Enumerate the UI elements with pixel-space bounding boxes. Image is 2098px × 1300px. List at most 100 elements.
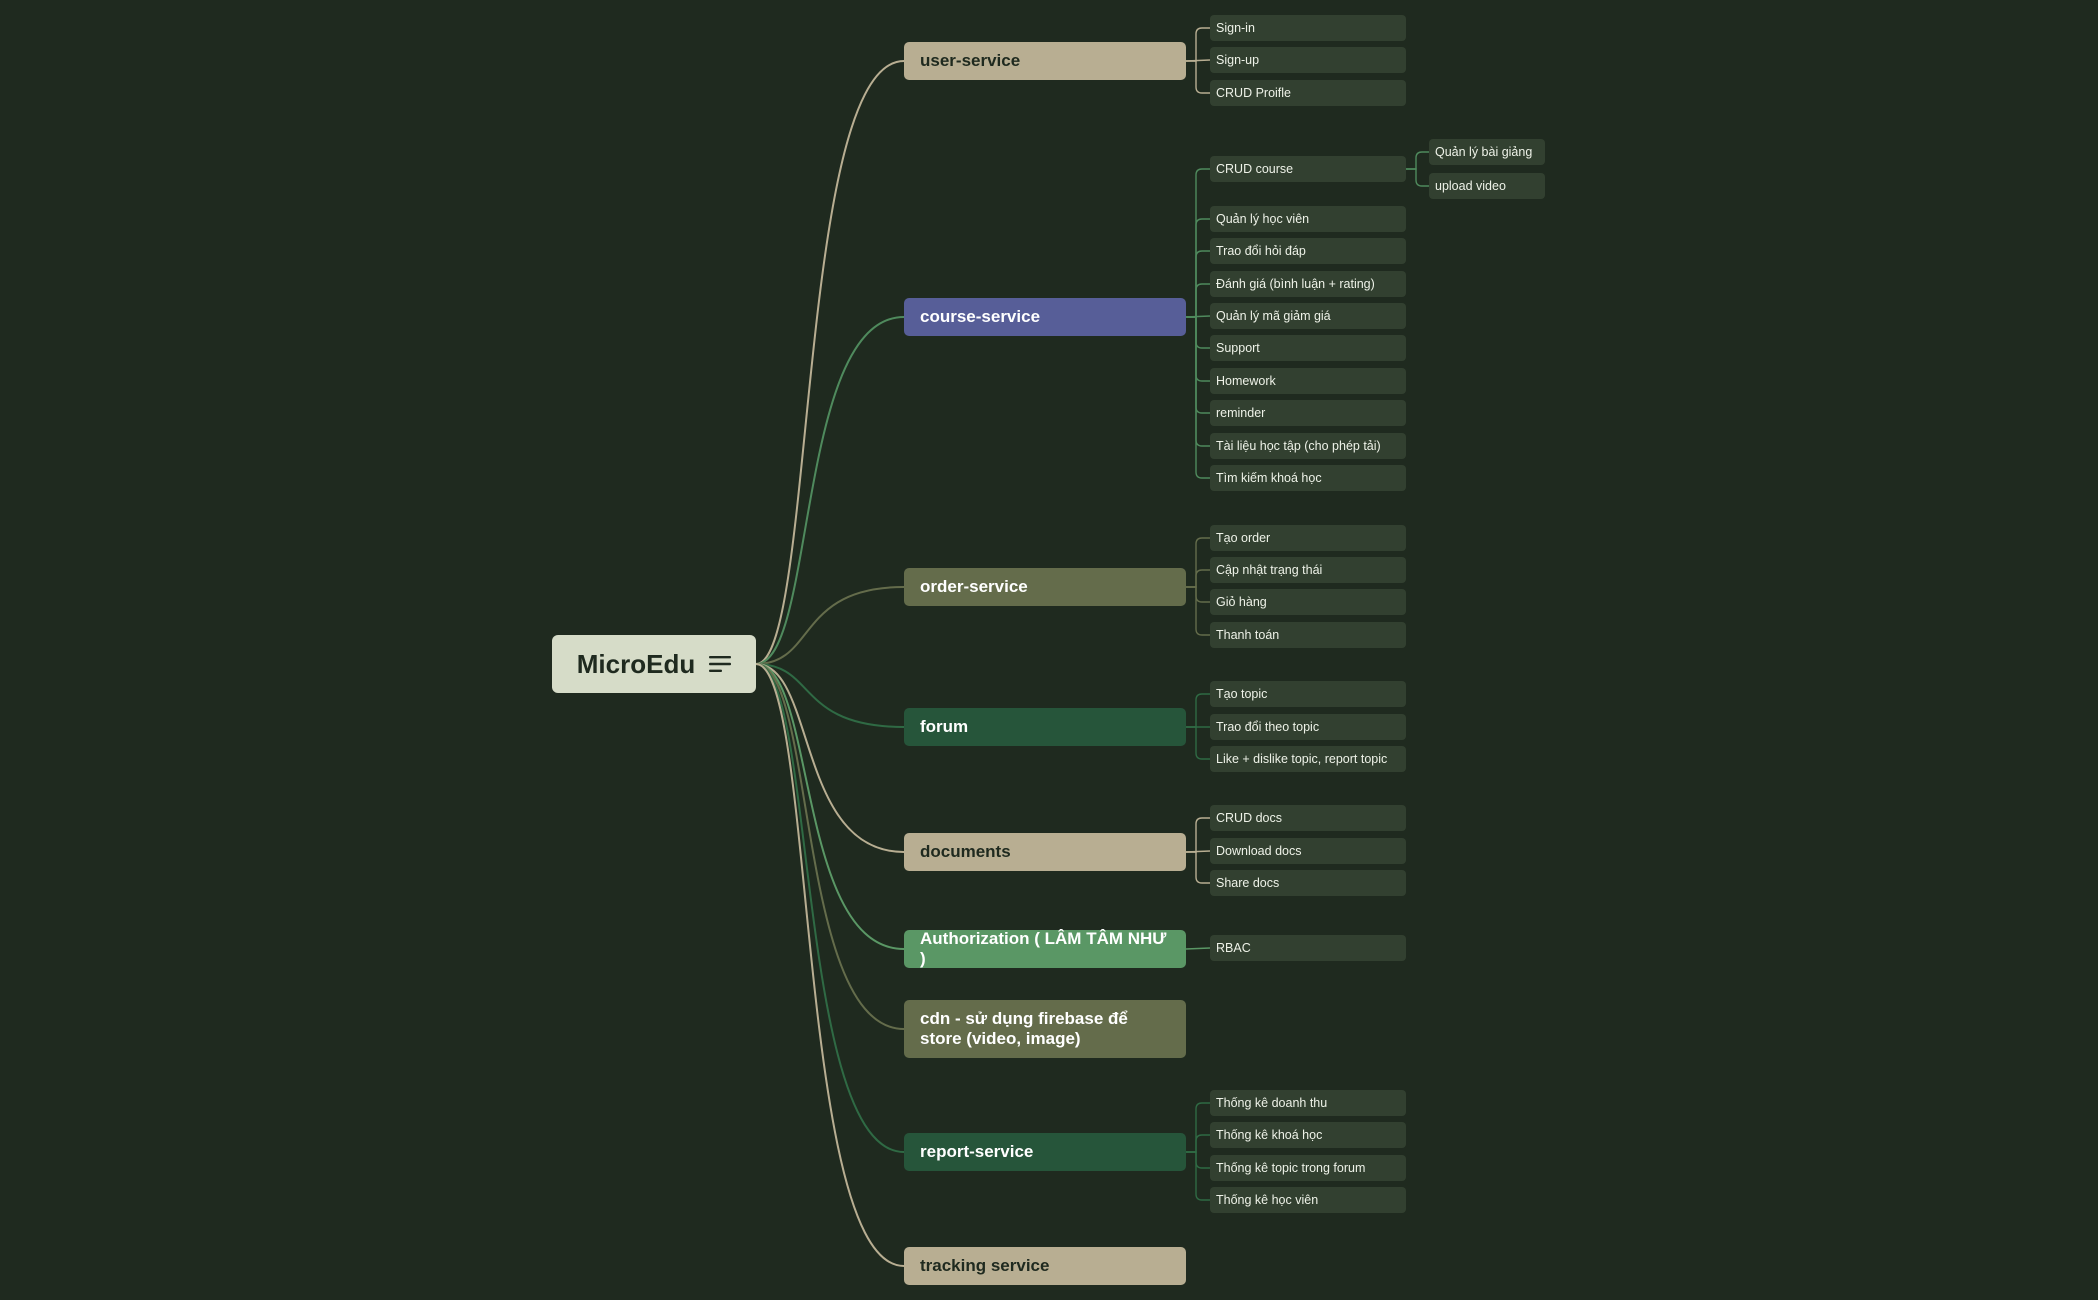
branch-node-auth[interactable]: Authorization ( LÂM TÂM NHƯ ) bbox=[904, 929, 1186, 968]
leaf-label: Like + dislike topic, report topic bbox=[1216, 752, 1388, 766]
leaf-node[interactable]: Thống kê khoá học bbox=[1210, 1122, 1406, 1148]
branch-node-user[interactable]: user-service bbox=[904, 42, 1186, 80]
leaf-node[interactable]: Tạo topic bbox=[1210, 681, 1406, 707]
leaf-label: Sign-in bbox=[1216, 21, 1255, 35]
leaf-node[interactable]: Like + dislike topic, report topic bbox=[1210, 746, 1406, 772]
leaf-node[interactable]: Thanh toán bbox=[1210, 622, 1406, 648]
connector-line bbox=[1186, 851, 1210, 884]
leaf-node[interactable]: Download docs bbox=[1210, 838, 1406, 864]
leaf-node[interactable]: Tạo order bbox=[1210, 525, 1406, 551]
connector-line bbox=[1186, 537, 1210, 588]
leaf-node[interactable]: Thống kê topic trong forum bbox=[1210, 1155, 1406, 1181]
connector-line bbox=[1186, 586, 1210, 636]
leaf-label: Download docs bbox=[1216, 844, 1302, 858]
connector-line bbox=[755, 663, 905, 853]
branch-node-forum[interactable]: forum bbox=[904, 708, 1186, 746]
branch-label: Authorization ( LÂM TÂM NHƯ ) bbox=[920, 929, 1167, 968]
leaf-label: Quản lý mã giảm giá bbox=[1216, 309, 1331, 323]
leaf-node[interactable]: Tài liệu học tập (cho phép tải) bbox=[1210, 433, 1406, 459]
leaf-node[interactable]: Cập nhật trạng thái bbox=[1210, 557, 1406, 583]
leaf-node[interactable]: Sign-in bbox=[1210, 15, 1406, 41]
connector-line bbox=[1186, 693, 1210, 728]
branch-node-cdn[interactable]: cdn - sử dụng firebase để store (video, … bbox=[904, 1000, 1186, 1058]
leaf-node[interactable]: Share docs bbox=[1210, 870, 1406, 896]
connector-line bbox=[1186, 726, 1210, 760]
connector-line bbox=[1185, 947, 1211, 950]
leaf-label: Thống kê khoá học bbox=[1216, 1128, 1323, 1142]
connector-line bbox=[1186, 250, 1210, 318]
connector-line bbox=[755, 663, 905, 1153]
connector-line bbox=[755, 663, 905, 1030]
subleaf-node[interactable]: Quản lý bài giảng bbox=[1429, 139, 1545, 165]
connector-line bbox=[1186, 1134, 1210, 1153]
leaf-label: Tài liệu học tập (cho phép tải) bbox=[1216, 439, 1381, 453]
connector-line bbox=[1186, 316, 1210, 414]
leaf-label: Sign-up bbox=[1216, 53, 1260, 67]
connector-line bbox=[1186, 1102, 1210, 1153]
connector-line bbox=[1186, 218, 1210, 318]
leaf-label: Thống kê doanh thu bbox=[1216, 1096, 1328, 1110]
leaf-label: Trao đổi hỏi đáp bbox=[1216, 244, 1306, 258]
branch-label: report-service bbox=[920, 1142, 1034, 1161]
leaf-label: Cập nhật trạng thái bbox=[1216, 563, 1323, 577]
leaf-node[interactable]: Homework bbox=[1210, 368, 1406, 394]
leaf-node[interactable]: RBAC bbox=[1210, 935, 1406, 961]
branch-node-report[interactable]: report-service bbox=[904, 1133, 1186, 1171]
connector-line bbox=[1406, 168, 1429, 187]
connector-line bbox=[1186, 316, 1210, 349]
branch-label: course-service bbox=[920, 307, 1041, 326]
leaf-node[interactable]: Thống kê học viên bbox=[1210, 1187, 1406, 1213]
connector-line bbox=[1186, 586, 1210, 603]
branch-label: forum bbox=[920, 717, 969, 736]
leaf-label: Đánh giá (bình luận + rating) bbox=[1216, 277, 1375, 291]
leaf-label: Quản lý học viên bbox=[1216, 212, 1310, 226]
root-label: MicroEdu bbox=[576, 648, 696, 679]
leaf-node[interactable]: Sign-up bbox=[1210, 47, 1406, 73]
connector-line bbox=[1186, 1151, 1210, 1169]
menu-lines-icon bbox=[709, 656, 732, 672]
connector-line bbox=[1185, 315, 1211, 318]
leaf-label: Thanh toán bbox=[1216, 628, 1280, 642]
leaf-node[interactable]: Quản lý mã giảm giá bbox=[1210, 303, 1406, 329]
connector-line bbox=[1186, 817, 1210, 853]
connector-line bbox=[1186, 316, 1210, 447]
connector-line bbox=[755, 60, 905, 665]
leaf-node[interactable]: reminder bbox=[1210, 400, 1406, 426]
connector-line bbox=[1186, 569, 1210, 588]
leaf-node[interactable]: CRUD course bbox=[1210, 156, 1406, 182]
leaf-node[interactable]: Support bbox=[1210, 335, 1406, 361]
leaf-label: CRUD docs bbox=[1216, 811, 1282, 825]
branch-node-course[interactable]: course-service bbox=[904, 298, 1186, 336]
leaf-label: CRUD Proifle bbox=[1216, 86, 1292, 100]
subleaf-label: upload video bbox=[1435, 179, 1506, 193]
root-node[interactable]: MicroEdu bbox=[552, 635, 756, 693]
leaf-node[interactable]: Tìm kiếm khoá học bbox=[1210, 465, 1406, 491]
leaf-node[interactable]: Thống kê doanh thu bbox=[1210, 1090, 1406, 1116]
leaf-label: reminder bbox=[1216, 406, 1266, 420]
leaf-node[interactable]: Đánh giá (bình luận + rating) bbox=[1210, 271, 1406, 297]
connector-line bbox=[1186, 283, 1210, 318]
leaf-node[interactable]: Trao đổi hỏi đáp bbox=[1210, 238, 1406, 264]
leaf-node[interactable]: Giỏ hàng bbox=[1210, 589, 1406, 615]
branch-label: cdn - sử dụng firebase để store (video, … bbox=[920, 1009, 1128, 1048]
connector-line bbox=[755, 316, 905, 665]
connector-line bbox=[1406, 151, 1429, 170]
leaf-label: Giỏ hàng bbox=[1216, 595, 1267, 609]
leaf-node[interactable]: CRUD Proifle bbox=[1210, 80, 1406, 106]
leaf-label: Tạo order bbox=[1216, 531, 1271, 545]
branch-node-documents[interactable]: documents bbox=[904, 833, 1186, 871]
leaf-node[interactable]: CRUD docs bbox=[1210, 805, 1406, 831]
leaf-node[interactable]: Quản lý học viên bbox=[1210, 206, 1406, 232]
leaf-label: Tạo topic bbox=[1216, 687, 1268, 701]
connector-line bbox=[755, 663, 905, 950]
leaf-node[interactable]: Trao đổi theo topic bbox=[1210, 714, 1406, 740]
leaf-label: Support bbox=[1216, 341, 1260, 355]
connector-line bbox=[755, 663, 905, 728]
connector-line bbox=[1186, 27, 1210, 62]
branch-node-order[interactable]: order-service bbox=[904, 568, 1186, 606]
leaf-label: RBAC bbox=[1216, 941, 1251, 955]
branch-node-tracking[interactable]: tracking service bbox=[904, 1247, 1186, 1285]
subleaf-node[interactable]: upload video bbox=[1429, 173, 1545, 199]
